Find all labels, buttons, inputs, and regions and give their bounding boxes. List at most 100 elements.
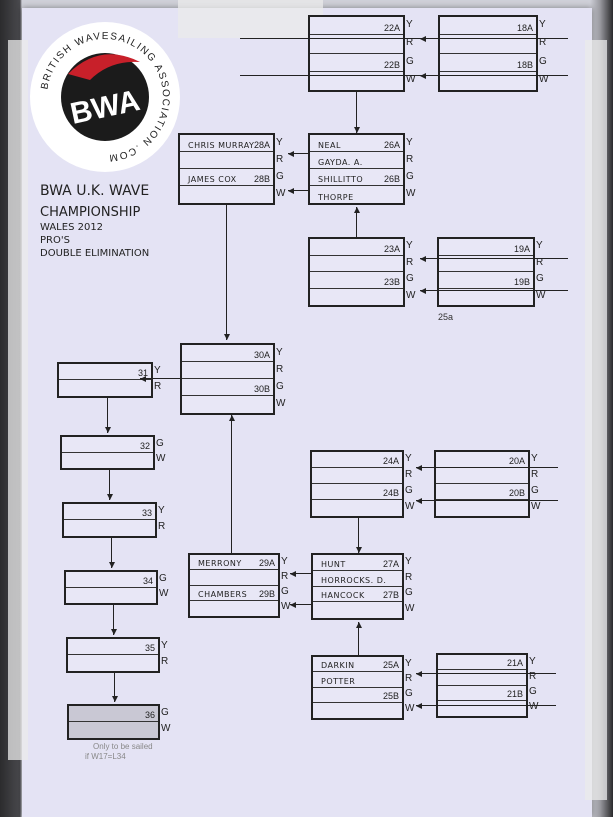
colour-letter: Y — [405, 555, 412, 567]
slot-label: 34 — [142, 575, 153, 586]
colour-letter: W — [405, 501, 415, 512]
colour-letter: W — [161, 723, 171, 734]
slot-label: 35 — [144, 643, 155, 653]
colour-letter: W — [406, 289, 416, 301]
tape-top — [178, 0, 323, 38]
colour-letter: W — [406, 187, 416, 199]
heat-26-row: ThorpeW — [310, 186, 415, 203]
colour-letter: R — [276, 363, 284, 375]
colour-letter: R — [158, 521, 166, 532]
arrow-down-icon — [108, 562, 115, 568]
colour-letter: G — [405, 688, 413, 700]
colour-letter: Y — [154, 365, 161, 376]
colour-letter: R — [406, 153, 414, 165]
heat-35-row: R — [68, 655, 168, 671]
connector-line — [290, 573, 311, 575]
connector-line — [420, 290, 568, 292]
heat-19-row: R — [439, 256, 543, 272]
handwritten-note: 25a — [438, 312, 454, 322]
heat-31-row: R — [59, 380, 161, 396]
heat-23-row: 23B G — [310, 272, 414, 289]
bwa-logo: BRITISH WAVESAILING ASSOCIATION .COM BWA — [30, 22, 180, 172]
slot-label: 18B — [516, 59, 533, 70]
colour-letter: R — [405, 571, 413, 583]
colour-letter: Y — [406, 136, 413, 148]
arrow-left-icon — [416, 497, 422, 504]
colour-letter: Y — [281, 555, 288, 567]
slot-label: 31 — [137, 368, 148, 378]
heat-25-box: Darkin25AYPotterR25BGW — [311, 655, 414, 720]
colour-letter: G — [406, 55, 414, 67]
colour-letter: Y — [161, 640, 168, 651]
colour-letter: R — [405, 672, 413, 684]
heat-27-row: Hunt27AY — [313, 555, 412, 571]
heat-20-row: W — [436, 500, 540, 516]
arrow-left-icon — [288, 150, 294, 157]
colour-letter: R — [406, 37, 414, 49]
title-line-3: Wales 2012 — [40, 222, 104, 233]
colour-letter: G — [406, 273, 414, 285]
heat-30-row: 30A Y — [182, 345, 283, 362]
competitor-name: Chris Murray — [188, 141, 255, 150]
connector-line — [416, 467, 558, 469]
colour-letter: Y — [536, 240, 543, 252]
connector-line — [231, 415, 233, 553]
competitor-name: Neal — [318, 141, 341, 150]
tape-right — [585, 40, 607, 800]
colour-letter: R — [281, 570, 289, 582]
title-line-5: Double Elimination — [40, 248, 150, 259]
colour-letter: G — [156, 437, 164, 449]
tape-left — [8, 40, 28, 760]
colour-letter: R — [276, 153, 284, 165]
colour-letter: W — [529, 701, 539, 713]
colour-letter: G — [281, 586, 289, 598]
connector-line — [107, 398, 109, 433]
slot-label: 30A — [253, 350, 270, 360]
slot-label: 22B — [383, 59, 400, 70]
slot-label: 28A — [253, 140, 270, 150]
colour-letter: W — [159, 588, 169, 600]
connector-line — [111, 538, 113, 568]
competitor-name: Darkin — [321, 661, 355, 671]
arrow-down-icon — [355, 547, 362, 553]
heat-30-row: R — [182, 362, 283, 379]
heat-29-row: Chambers29BG — [190, 586, 289, 601]
slot-label: 25A — [382, 660, 399, 671]
slot-label: 20A — [508, 456, 525, 466]
colour-letter: Y — [276, 346, 283, 358]
heat-22-row: R — [310, 35, 413, 54]
colour-letter: W — [276, 187, 286, 199]
connector-line — [416, 500, 558, 502]
arrow-left-icon — [288, 187, 294, 194]
colour-letter: R — [539, 37, 547, 49]
heat-34-row: W — [66, 588, 168, 604]
slot-label: 29A — [258, 558, 275, 569]
slot-label: 23B — [383, 276, 400, 287]
heat-28-row: W — [180, 186, 285, 203]
heat-27-row: Hancock27BG — [313, 587, 413, 603]
slot-label: 21A — [506, 658, 523, 669]
connector-line — [420, 258, 568, 260]
heat-33-row: R — [64, 520, 165, 536]
slot-label: 25B — [382, 690, 399, 701]
connector-line — [416, 673, 556, 675]
connector-line — [240, 38, 565, 40]
heat-21-row: R — [438, 670, 536, 686]
arrow-down-icon — [223, 334, 230, 340]
colour-letter: R — [406, 256, 414, 268]
slot-label: 26A — [383, 140, 400, 150]
slot-label: 36 — [144, 710, 155, 720]
arrow-down-icon — [104, 427, 111, 433]
colour-letter: Y — [276, 136, 283, 148]
